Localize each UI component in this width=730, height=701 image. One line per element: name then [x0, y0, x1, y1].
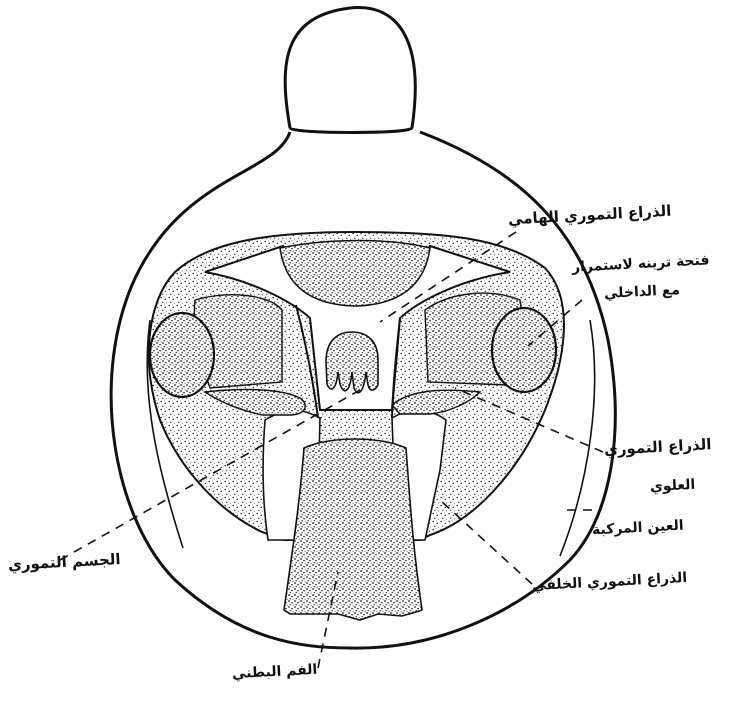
inner-section	[149, 232, 564, 620]
compound-eye-left	[150, 313, 214, 397]
label-upper-tentorial-arm-line2: العلوي	[650, 477, 696, 495]
ventral-pharynx-mass	[284, 439, 422, 620]
compound-eye-right	[492, 308, 556, 392]
